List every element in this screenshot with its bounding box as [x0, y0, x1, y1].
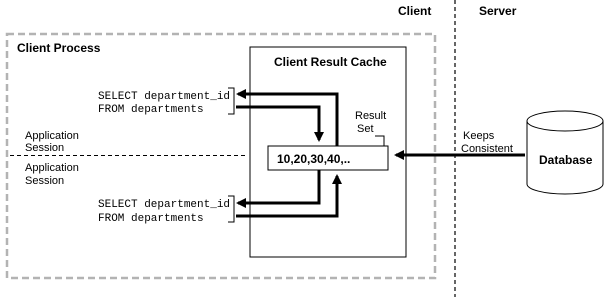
- result-set-label-line2: Set: [357, 123, 374, 135]
- client-heading: Client: [398, 4, 431, 18]
- session-2-query-arrow: [236, 174, 342, 218]
- session-2-query-line1: SELECT department_id: [98, 199, 230, 211]
- session-1-label-line2: Session: [25, 142, 64, 154]
- session-2-result-arrow: [236, 170, 321, 208]
- result-set-label-line1: Result: [355, 110, 386, 122]
- database-icon: [526, 110, 604, 195]
- session-1-result-arrow: [236, 89, 339, 146]
- client-process-title: Client Process: [17, 41, 101, 55]
- session-2-label-line1: Application: [25, 162, 79, 174]
- session-1-query-bracket: [228, 87, 235, 115]
- result-set-callout: [375, 135, 385, 147]
- session-1-label-line1: Application: [25, 130, 79, 142]
- session-2-label-line2: Session: [25, 175, 64, 187]
- keeps-consistent-label-line1: Keeps: [463, 130, 495, 142]
- server-heading: Server: [479, 4, 517, 18]
- session-2-query-line2: FROM departments: [98, 213, 204, 225]
- client-result-cache-title: Client Result Cache: [274, 55, 387, 69]
- result-set-values: 10,20,30,40,..: [277, 152, 350, 166]
- session-2-query-bracket: [228, 195, 235, 223]
- result-set-box: [267, 145, 389, 171]
- database-label: Database: [539, 153, 593, 167]
- session-1-query-line2: FROM departments: [98, 104, 204, 116]
- session-1-query-line1: SELECT department_id: [98, 91, 230, 103]
- keeps-consistent-label-line2: Consistent: [461, 143, 513, 155]
- session-1-query-arrow: [236, 105, 324, 142]
